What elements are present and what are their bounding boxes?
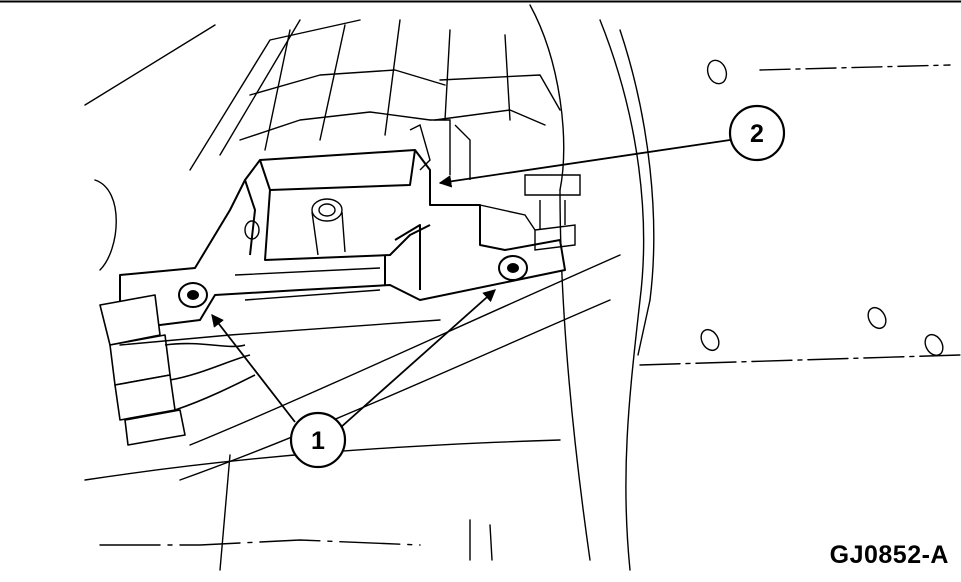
leader-arrows: [211, 139, 731, 429]
arrow-callout-2: [438, 139, 731, 188]
mounting-bolt-left: [178, 282, 208, 308]
wiring-connector: [99, 294, 256, 446]
arrow-callout-1-right: [339, 289, 496, 429]
figure-id: GJ0852-A: [829, 541, 949, 569]
callout-1-label: 1: [311, 427, 325, 455]
vehicle-structure-linework: [84, 4, 961, 571]
callout-1: 1: [289, 411, 347, 469]
arrow-callout-1-left: [211, 314, 296, 423]
module-housing: [119, 149, 566, 331]
module-details: [234, 119, 581, 301]
callout-2: 2: [728, 104, 786, 162]
mounting-bolt-right: [498, 255, 528, 281]
callout-2-label: 2: [750, 120, 764, 148]
